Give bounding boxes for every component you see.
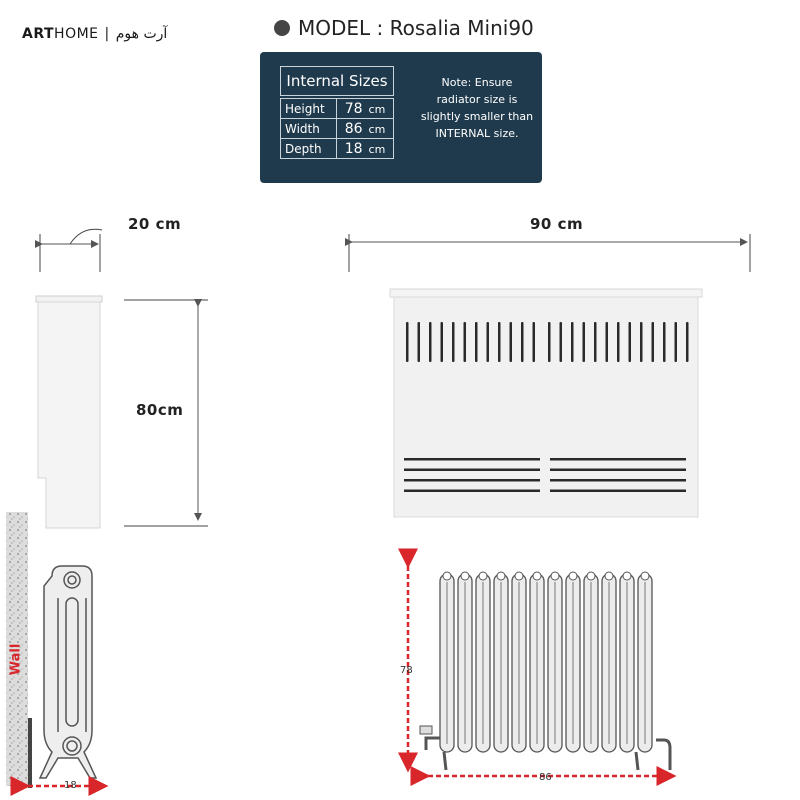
height-label: 80cm	[136, 401, 184, 419]
side-depth-label: 20 cm	[128, 215, 182, 233]
vent-slot	[532, 322, 535, 362]
vent-slot	[686, 322, 689, 362]
brand-arabic: آرت هوم	[115, 26, 168, 42]
radiator-valve	[424, 736, 440, 750]
side-depth-dimension	[35, 228, 103, 272]
vent-slot	[550, 489, 686, 492]
vent-slot	[550, 468, 686, 471]
row-label: Depth	[280, 138, 337, 159]
radiator-depth-label: 18	[64, 780, 77, 791]
brand-light: HOME	[54, 26, 99, 42]
vent-slot	[640, 322, 643, 362]
vent-slot	[463, 322, 466, 362]
radiator-pipe	[656, 738, 672, 770]
height-dimension	[124, 299, 208, 527]
vent-slot	[429, 322, 432, 362]
sizes-note: Note: Ensure radiator size is slightly s…	[420, 76, 534, 140]
vent-slot	[674, 322, 677, 362]
vent-slot	[509, 322, 512, 362]
vent-slot	[452, 322, 455, 362]
internal-sizes-heading: Internal Sizes	[280, 66, 394, 96]
vertical-vent-slots	[406, 322, 689, 362]
vent-slot	[550, 479, 686, 482]
side-radiator	[38, 565, 98, 779]
front-view-cabinet	[389, 288, 703, 518]
vent-slot	[475, 322, 478, 362]
horizontal-vent-slots	[404, 458, 686, 492]
vent-slot	[404, 468, 540, 471]
vent-slot	[663, 322, 666, 362]
vent-slot	[550, 458, 686, 461]
front-width-dimension	[345, 234, 751, 272]
brand-logo: ARTHOME | آرت هوم	[22, 26, 167, 42]
front-width-label: 90 cm	[530, 215, 584, 233]
model-text: MODEL : Rosalia Mini90	[298, 16, 534, 40]
vent-slot	[498, 322, 501, 362]
front-radiator	[419, 571, 672, 771]
radiator-foot	[634, 751, 640, 771]
bullet-icon	[274, 20, 290, 36]
vent-slot	[417, 322, 420, 362]
vent-slot	[651, 322, 654, 362]
vent-slot	[404, 489, 540, 492]
vent-slot	[521, 322, 524, 362]
radiator-width-label: 86	[539, 772, 552, 783]
radiator-foot	[442, 751, 448, 771]
vent-slot	[548, 322, 551, 362]
vent-slot	[440, 322, 443, 362]
brand-bold: ART	[22, 26, 55, 42]
wall	[6, 512, 32, 788]
vent-slot	[404, 458, 540, 461]
vent-slot	[582, 322, 585, 362]
wall-label: Wall	[8, 643, 24, 676]
valve-icon	[419, 725, 433, 735]
vent-slot	[628, 322, 631, 362]
vent-slot	[605, 322, 608, 362]
vent-slot	[594, 322, 597, 362]
brand-separator: |	[104, 26, 110, 42]
model-title: MODEL : Rosalia Mini90	[274, 16, 534, 40]
vent-slot	[559, 322, 562, 362]
vent-slot	[486, 322, 489, 362]
vent-slot	[406, 322, 409, 362]
side-view-cabinet	[35, 295, 103, 529]
vent-slot	[617, 322, 620, 362]
radiator-height-label: 78	[400, 665, 413, 676]
vent-slot	[571, 322, 574, 362]
vent-slot	[404, 479, 540, 482]
